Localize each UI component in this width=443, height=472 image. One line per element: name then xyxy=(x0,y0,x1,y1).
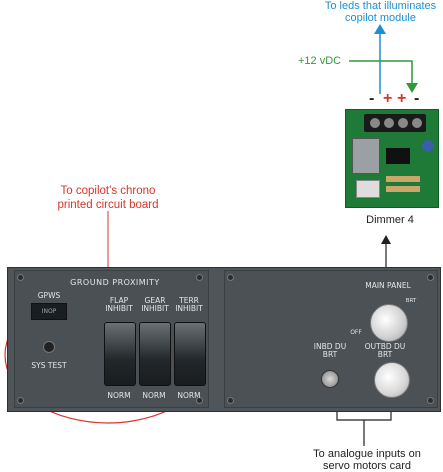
power-arrowhead xyxy=(406,83,418,93)
outbd-du-knob[interactable] xyxy=(374,362,410,398)
analogue-callout: To analogue inputs on servo motors card xyxy=(313,448,421,472)
gpws-label: GPWS xyxy=(37,291,61,300)
screw xyxy=(17,397,24,404)
gear-inhibit-label: GEAR INHIBIT xyxy=(141,296,169,313)
flap-norm-label: NORM xyxy=(107,391,131,400)
gear-norm-label: NORM xyxy=(142,391,166,400)
leds-arrowhead xyxy=(374,24,386,34)
terminal-sign-4: - xyxy=(414,90,420,107)
dimmer-board xyxy=(345,109,439,208)
flap-inhibit-label: FLAP INHIBIT xyxy=(105,296,133,313)
off-label: OFF xyxy=(350,329,362,336)
inop-label: INOP xyxy=(41,308,57,315)
dimmer-label: Dimmer 4 xyxy=(366,214,414,226)
screw xyxy=(17,274,24,281)
screw xyxy=(427,397,434,404)
terminal-signs: - + + - xyxy=(365,90,443,108)
power-wire xyxy=(349,60,413,84)
screw xyxy=(427,274,434,281)
resistors xyxy=(386,176,420,182)
screw xyxy=(227,274,234,281)
terminal-block xyxy=(364,114,426,132)
power-callout: +12 vDC xyxy=(298,55,342,67)
dimmer-arrowhead xyxy=(381,235,391,244)
brt-scale-label: BRT xyxy=(405,298,417,304)
terr-inhibit-switch[interactable] xyxy=(174,322,206,386)
ic-chip xyxy=(386,148,410,164)
inbd-du-knob[interactable] xyxy=(321,370,339,388)
chrono-callout: To copilot's chrono printed circuit boar… xyxy=(57,185,159,211)
capacitor xyxy=(422,140,434,152)
main-panel-knob[interactable] xyxy=(370,304,408,342)
leds-callout: To leds that illuminates copilot module xyxy=(324,0,437,24)
inop-light[interactable]: INOP xyxy=(31,303,67,320)
terr-inhibit-label: TERR INHIBIT xyxy=(175,296,203,313)
outbd-du-label: OUTBD DU BRT xyxy=(364,342,406,359)
sys-test-button[interactable] xyxy=(43,341,55,353)
connector xyxy=(356,180,380,198)
heatsink xyxy=(352,138,380,174)
screw xyxy=(227,397,234,404)
terminal-sign-3: + xyxy=(397,90,407,107)
screw xyxy=(196,274,203,281)
terr-norm-label: NORM xyxy=(177,391,201,400)
sys-test-label: SYS TEST xyxy=(31,361,67,370)
main-panel-label: MAIN PANEL xyxy=(365,281,411,290)
screw xyxy=(196,397,203,404)
terminal-sign-1: - xyxy=(369,90,375,107)
terminal-sign-2: + xyxy=(383,90,393,107)
flap-inhibit-switch[interactable] xyxy=(104,322,136,386)
gear-inhibit-switch[interactable] xyxy=(139,322,171,386)
inbd-du-label: INBD DU BRT xyxy=(313,342,347,359)
panel-title: GROUND PROXIMITY xyxy=(70,278,160,287)
